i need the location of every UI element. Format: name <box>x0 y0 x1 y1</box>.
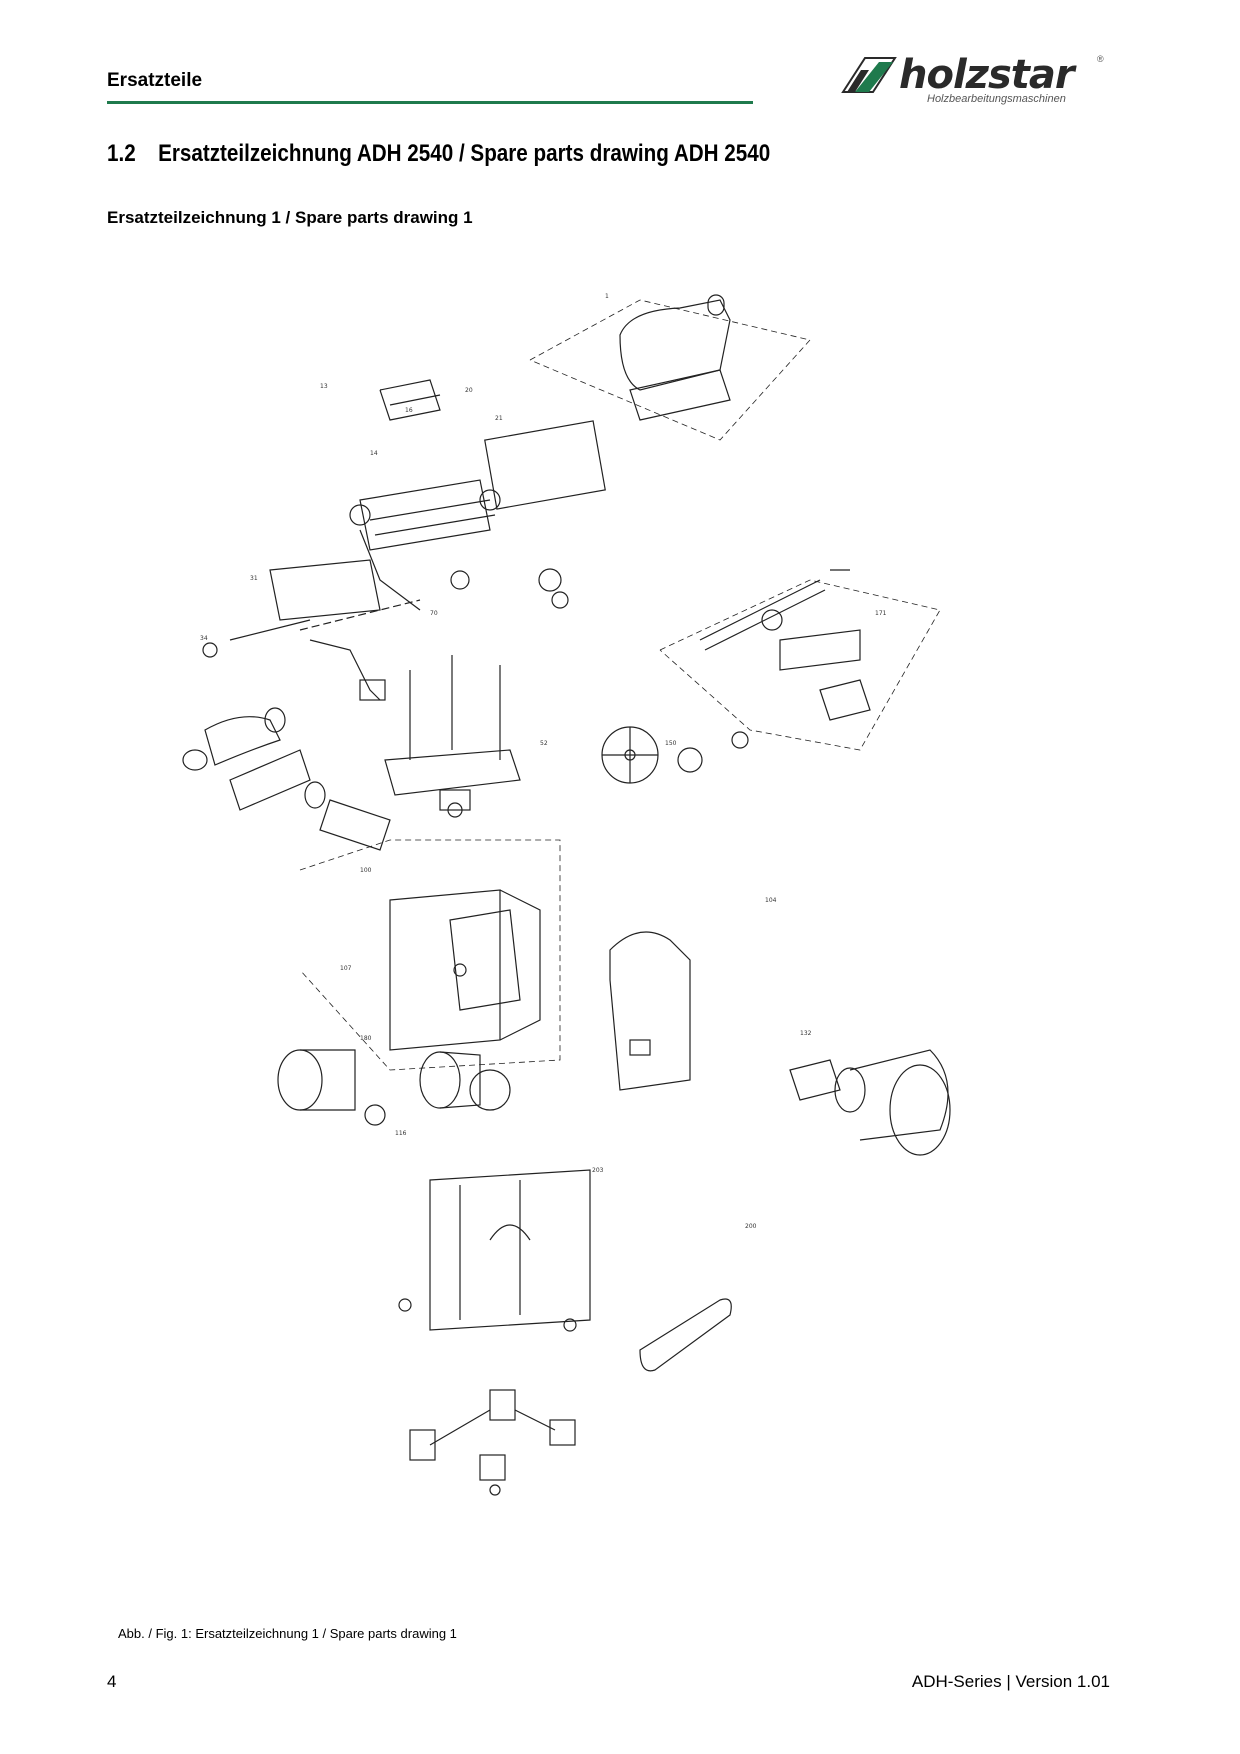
part-label: 171 <box>875 610 887 617</box>
spare-parts-exploded-drawing: 1 13 14 16 20 21 31 34 52 70 100 104 107… <box>182 293 951 1496</box>
part-label: 150 <box>665 740 677 747</box>
section-title: 1.2 Ersatzteilzeichnung ADH 2540 / Spare … <box>107 140 770 168</box>
logo-registered-mark: ® <box>1097 54 1104 64</box>
section-heading: Ersatzteilzeichnung ADH 2540 / Spare par… <box>158 140 771 167</box>
logo-subtitle: Holzbearbeitungsmaschinen <box>927 93 1066 105</box>
part-number-labels: 1 13 14 16 20 21 31 34 52 70 100 104 107… <box>200 293 887 1230</box>
dust-hose-assembly <box>182 707 391 851</box>
part-label: 116 <box>395 1130 407 1137</box>
part-label: 104 <box>765 897 777 904</box>
part-label: 132 <box>800 1030 812 1037</box>
part-label: 180 <box>360 1035 372 1042</box>
part-label: 107 <box>340 965 352 972</box>
holzstar-logo: holzstar ® Holzbearbeitungsmaschinen <box>835 50 1107 110</box>
stand-assembly <box>398 1169 591 1332</box>
part-label: 14 <box>370 450 378 457</box>
part-label: 203 <box>592 1167 604 1174</box>
footer-version: ADH-Series | Version 1.01 <box>911 1672 1110 1691</box>
fence-assembly <box>659 569 941 751</box>
handwheel-assembly <box>601 726 749 784</box>
header-title: Ersatzteile <box>107 70 203 91</box>
logo-mark-icon <box>841 57 897 93</box>
part-label: 70 <box>430 610 438 617</box>
part-label: 13 <box>320 383 328 390</box>
feed-roller-assembly <box>202 379 606 701</box>
part-label: 200 <box>745 1223 757 1230</box>
part-label: 52 <box>540 740 548 747</box>
motor-assembly <box>277 1049 511 1126</box>
dust-chute-assembly <box>789 1049 951 1156</box>
part-label: 100 <box>360 867 372 874</box>
drive-belt <box>639 1298 732 1372</box>
logo-wordmark: holzstar <box>899 52 1075 98</box>
table-lift-assembly <box>384 655 521 818</box>
main-cabinet <box>299 839 561 1071</box>
page-number: 4 <box>107 1672 117 1691</box>
dust-hood-assembly <box>529 294 811 441</box>
caster-assembly <box>409 1389 576 1496</box>
part-label: 16 <box>405 407 413 414</box>
subsection-title: Ersatzteilzeichnung 1 / Spare parts draw… <box>107 208 473 227</box>
section-number: 1.2 <box>107 140 136 167</box>
part-label: 21 <box>495 415 503 422</box>
part-label: 34 <box>200 635 208 642</box>
part-label: 31 <box>250 575 258 582</box>
part-label: 20 <box>465 387 473 394</box>
header-rule <box>107 101 753 104</box>
part-label: 1 <box>605 293 609 300</box>
side-cover <box>609 931 691 1091</box>
figure-caption: Abb. / Fig. 1: Ersatzteilzeichnung 1 / S… <box>118 1626 457 1641</box>
